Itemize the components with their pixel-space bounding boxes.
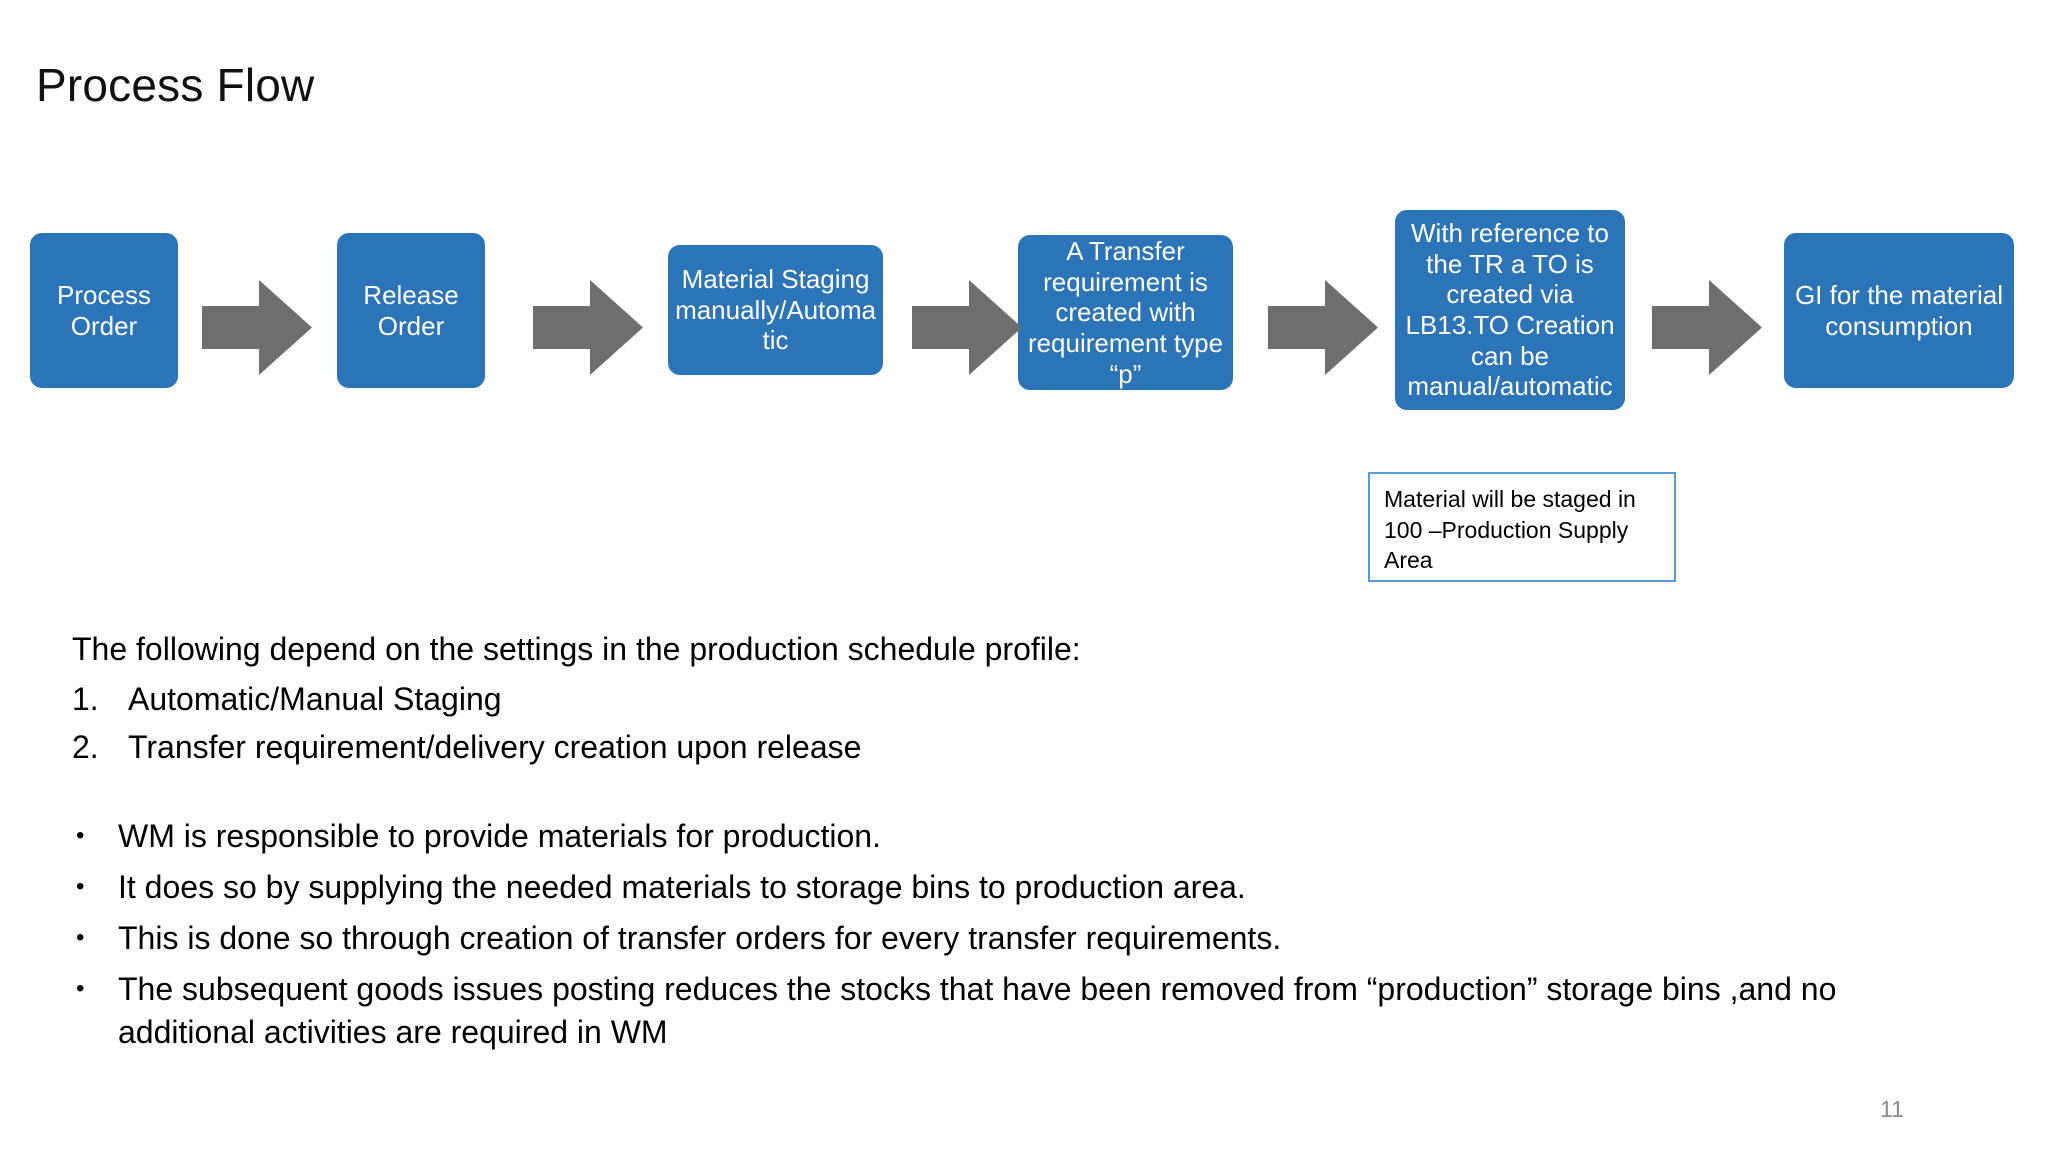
bullet-list-text: The subsequent goods issues posting redu…	[118, 971, 1837, 1051]
page-title: Process Flow	[36, 59, 315, 111]
arrow-right-icon	[1652, 280, 1762, 375]
numbered-list-marker: 1.	[72, 681, 99, 718]
flow-arrow-icon-3	[912, 280, 1022, 375]
staging-note-text: Material will be staged in 100 –Producti…	[1384, 486, 1636, 574]
flow-step-label-line: LB13.TO Creation	[1405, 310, 1615, 340]
flow-arrow-icon-2	[533, 280, 643, 375]
flow-step-label-line: A Transfer	[1066, 235, 1185, 266]
numbered-list-text: Transfer requirement/delivery creation u…	[128, 729, 862, 766]
flow-step-label-line: consumption	[1825, 310, 1973, 341]
flow-step-label-line: Material Staging	[681, 263, 870, 294]
flow-step-label-line: Order	[70, 310, 138, 341]
flow-step-label-line: Order	[377, 310, 445, 341]
bullet-list-text: WM is responsible to provide materials f…	[118, 817, 881, 854]
bullet-marker-icon: •	[76, 924, 85, 952]
flow-step-label-line: manual/automatic	[1407, 371, 1613, 402]
bullet-list-item: • It does so by supplying the needed mate…	[72, 866, 1972, 909]
arrow-right-icon	[1268, 280, 1378, 375]
flow-step-label-line: “p”	[1109, 358, 1142, 389]
numbered-list-item: 1. Automatic/Manual Staging	[72, 678, 1972, 720]
numbered-list-marker: 2.	[72, 729, 99, 766]
flow-step-label-line: With reference to	[1411, 217, 1609, 248]
flow-step-label-line: the TR a TO is	[1426, 248, 1594, 279]
numbered-list: 1. Automatic/Manual Staging 2. Transfer req…	[72, 678, 1972, 768]
arrow-right-icon	[912, 280, 1022, 375]
flow-step-label-line: requirement is	[1043, 266, 1208, 297]
flow-step-label-line: Process	[57, 279, 151, 310]
bullet-marker-icon: •	[76, 821, 85, 849]
body-text-block: The following depend on the settings in …	[72, 628, 1972, 1063]
page-number: 11	[1880, 1096, 1904, 1122]
bullet-list: • WM is responsible to provide materials …	[72, 815, 1972, 1055]
flow-arrow-icon-1	[202, 280, 312, 375]
arrow-right-icon	[202, 280, 312, 375]
numbered-list-text: Automatic/Manual Staging	[128, 681, 502, 718]
flow-arrow-icon-4	[1268, 280, 1378, 375]
bullet-list-text: This is done so through creation of tran…	[118, 920, 1282, 957]
flow-step-label-line: created with	[1055, 297, 1196, 328]
flow-arrow-icon-5	[1652, 280, 1762, 375]
intro-line: The following depend on the settings in …	[72, 631, 1081, 667]
bullet-list-item: • WM is responsible to provide materials …	[72, 815, 1972, 858]
numbered-list-item: 2. Transfer requirement/delivery creation…	[72, 726, 1972, 768]
flow-step-label-line: created via	[1446, 279, 1574, 310]
bullet-marker-icon: •	[76, 872, 85, 900]
flow-step-label-line: tic	[762, 325, 789, 356]
bullet-marker-icon: •	[76, 975, 85, 1003]
staging-note-callout: Material will be staged in 100 –Producti…	[1368, 472, 1676, 582]
bullet-list-text: It does so by supplying the needed mater…	[118, 868, 1246, 905]
flow-step-label-line: GI for the material	[1794, 279, 2004, 310]
flow-step-label-line: requirement type	[1027, 327, 1224, 358]
bullet-list-item: • The subsequent goods issues posting red…	[72, 968, 1972, 1054]
flow-step-label-line: can be	[1470, 340, 1550, 371]
flow-step-label-line: Release	[363, 279, 459, 310]
bullet-list-item: • This is done so through creation of tra…	[72, 917, 1972, 960]
flow-step-label-line: manually/Automa	[675, 294, 876, 325]
arrow-right-icon	[533, 280, 643, 375]
